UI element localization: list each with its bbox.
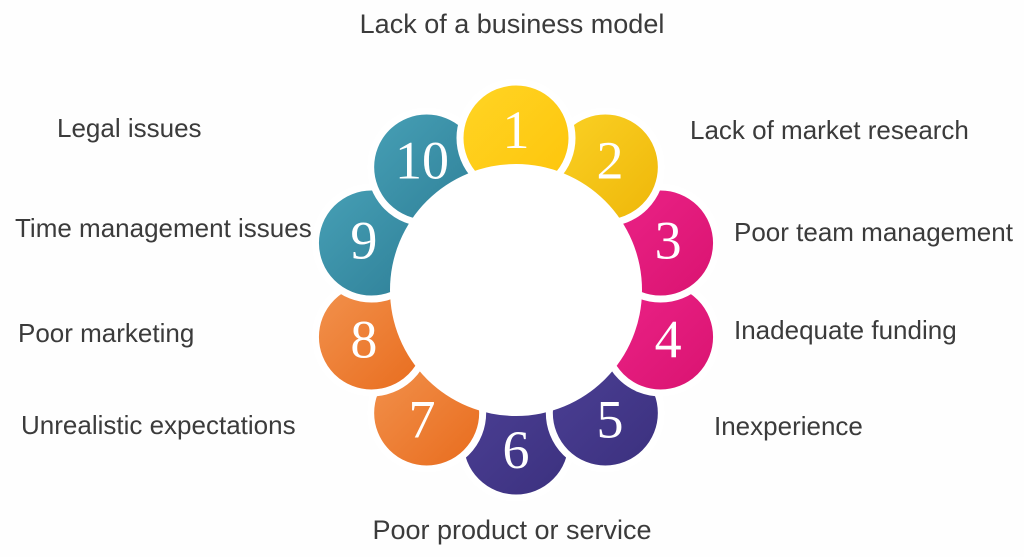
petal-number-5: 5 bbox=[597, 389, 624, 449]
label-lack-of-market-research: Lack of market research bbox=[690, 115, 969, 145]
petal-number-4: 4 bbox=[655, 309, 682, 369]
petal-number-1: 1 bbox=[503, 100, 530, 160]
petal-number-10: 10 bbox=[395, 131, 449, 191]
label-poor-product-or-service: Poor product or service bbox=[372, 515, 652, 545]
label-poor-marketing: Poor marketing bbox=[18, 318, 195, 348]
label-legal-issues: Legal issues bbox=[57, 113, 202, 143]
label-inadequate-funding: Inadequate funding bbox=[734, 315, 957, 345]
center-circle bbox=[390, 164, 642, 416]
petal-number-3: 3 bbox=[655, 211, 682, 271]
label-unrealistic-expectations: Unrealistic expectations bbox=[21, 410, 296, 440]
label-poor-team-management: Poor team management bbox=[734, 217, 1013, 247]
petal-number-8: 8 bbox=[350, 309, 377, 369]
petal-number-7: 7 bbox=[408, 389, 435, 449]
petal-number-9: 9 bbox=[350, 211, 377, 271]
petal-number-2: 2 bbox=[597, 131, 624, 191]
petal-number-6: 6 bbox=[503, 420, 530, 480]
label-inexperience: Inexperience bbox=[714, 411, 863, 441]
label-lack-of-business-model: Lack of a business model bbox=[359, 9, 665, 39]
label-time-management-issues: Time management issues bbox=[15, 213, 312, 243]
